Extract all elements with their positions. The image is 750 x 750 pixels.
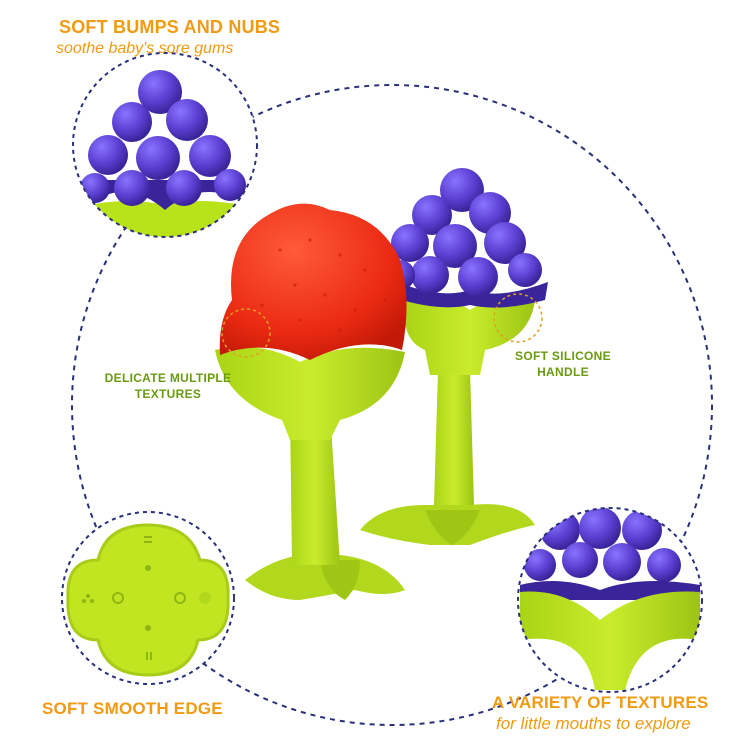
detail-circle-grape-top — [72, 52, 258, 238]
dashed-outline-ring — [71, 84, 713, 726]
highlight-ring-texture — [221, 308, 271, 358]
feature-label-handle-line1: SOFT SILICONE — [515, 349, 611, 363]
callout-title-bottom-left: SOFT SMOOTH EDGE — [42, 699, 223, 718]
feature-label-textures: DELICATE MULTIPLE TEXTURES — [93, 370, 243, 402]
strawberry-teether — [215, 203, 407, 600]
feature-label-handle-line2: HANDLE — [537, 365, 589, 379]
callout-title-bottom-right: A VARIETY OF TEXTURES — [492, 693, 709, 712]
detail-circle-grape-handle — [517, 507, 703, 693]
feature-label-handle: SOFT SILICONE HANDLE — [508, 348, 618, 380]
callout-subtitle-top-left: soothe baby's sore gums — [56, 40, 234, 57]
feature-label-textures-line1: DELICATE MULTIPLE — [104, 371, 232, 385]
callout-title-top-left: SOFT BUMPS AND NUBS — [59, 17, 281, 37]
callout-subtitle-bottom-right: for little mouths to explore — [496, 714, 691, 733]
highlight-ring-handle — [493, 293, 543, 343]
detail-circle-soft-edge — [61, 511, 235, 685]
feature-label-textures-line2: TEXTURES — [134, 387, 202, 401]
